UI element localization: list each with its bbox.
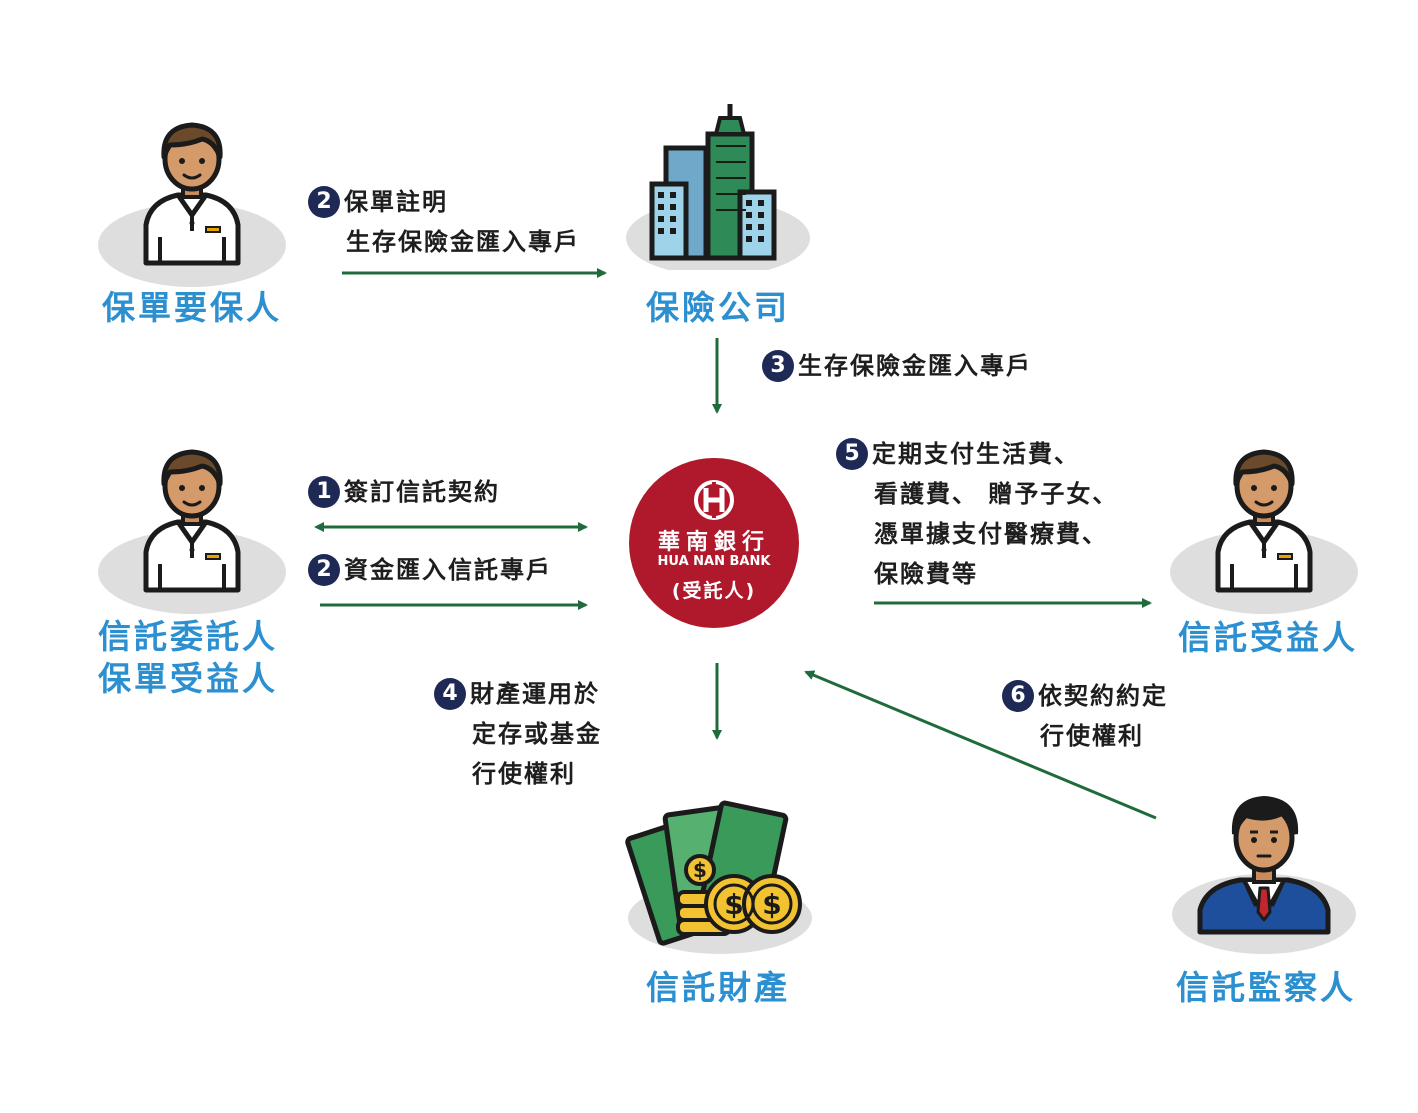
step-4-line3: 行使權利 (472, 760, 576, 788)
step-5-line3: 憑單據支付醫療費、 (874, 520, 1108, 548)
arrow-supervisor-to-bank (804, 670, 1157, 820)
step-2b-badge: 2 (308, 554, 340, 586)
step-2-line1: 保單註明 (344, 188, 448, 216)
step-5-line4: 保險費等 (874, 560, 978, 588)
step-4-badge: 4 (434, 678, 466, 710)
step-1-line1: 簽訂信託契約 (344, 478, 500, 506)
settlor-label: 信託委託人 保單受益人 (90, 616, 286, 700)
step-6-line2: 行使權利 (1040, 722, 1144, 750)
step-4-line1: 財產運用於 (470, 680, 600, 708)
beneficiary-label: 信託受益人 (1178, 618, 1358, 657)
step-2-badge: 2 (308, 186, 340, 218)
svg-text:$: $ (693, 858, 707, 882)
hua-nan-bank-trustee: 華南銀行 HUA NAN BANK (受託人) (629, 458, 799, 628)
bank-name-en: HUA NAN BANK (657, 554, 771, 569)
step-3-badge: 3 (762, 350, 794, 382)
bank-name: 華南銀行 (657, 530, 770, 555)
settlor-label-line1: 信託委託人 (98, 617, 278, 656)
policyholder-person-icon (98, 113, 288, 291)
svg-text:$: $ (762, 888, 781, 921)
beneficiary-person-icon (1170, 440, 1360, 618)
step-3-line1: 生存保險金匯入專戶 (798, 352, 1032, 380)
money-coins-icon: $ $ $ (625, 800, 812, 954)
svg-text:$: $ (724, 888, 743, 921)
settlor-person-icon (98, 440, 288, 618)
insurer-label: 保險公司 (646, 288, 790, 327)
office-building-icon (626, 104, 810, 270)
trust-property-label: 信託財產 (646, 968, 790, 1007)
step-6-badge: 6 (1002, 680, 1034, 712)
step-2-line2: 生存保險金匯入專戶 (346, 228, 580, 256)
settlor-label-line2: 保單受益人 (98, 659, 278, 698)
step-1-badge: 1 (308, 476, 340, 508)
step-5-line2: 看護費、 贈予子女、 (874, 480, 1119, 508)
policyholder-label: 保單要保人 (102, 288, 282, 327)
step-5-line1: 定期支付生活費、 (872, 440, 1080, 468)
step-4-line2: 定存或基金 (472, 720, 602, 748)
hua-nan-bank-logo-icon (694, 480, 734, 520)
step-6-line1: 依契約約定 (1038, 682, 1168, 710)
step-2b-line1: 資金匯入信託專戶 (344, 556, 552, 584)
step-5-badge: 5 (836, 438, 868, 470)
supervisor-person-icon (1172, 795, 1356, 954)
supervisor-label: 信託監察人 (1176, 968, 1356, 1007)
bank-role: (受託人) (671, 580, 757, 602)
